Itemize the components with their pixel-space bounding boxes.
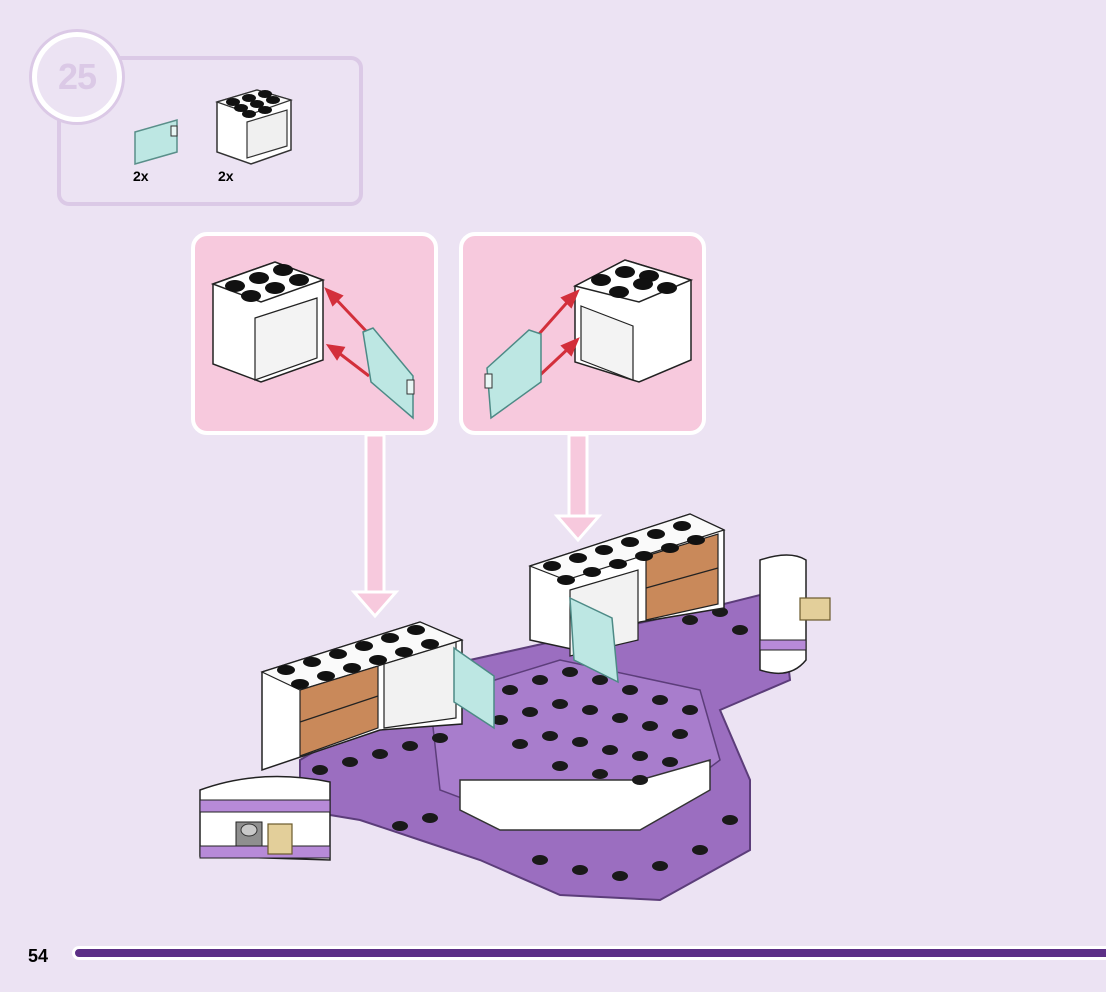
callout-pointer-right	[553, 433, 603, 543]
step-number: 25	[32, 32, 122, 122]
cupboard-brick-right	[572, 259, 694, 383]
cupboard-quantity: 2x	[218, 168, 234, 184]
arrow-red-icon	[537, 289, 580, 378]
callout-left-door	[191, 232, 438, 435]
parts-list-box: 2x 2x	[57, 56, 363, 206]
transparent-door-left	[362, 327, 415, 420]
parts-illustration	[134, 89, 293, 165]
cupboard-brick-left	[210, 261, 326, 383]
page-number: 54	[28, 946, 49, 966]
callout-right-door	[459, 232, 706, 435]
transparent-door-right	[484, 329, 542, 420]
page-footer-bar	[72, 946, 1106, 960]
curved-wall-right	[759, 554, 831, 675]
callout-pointer-left	[350, 433, 400, 619]
cupboard-part-icon	[215, 89, 293, 165]
curved-wall-left	[199, 775, 331, 861]
cupboard-row-right	[528, 513, 726, 684]
cupboard-row-left	[260, 621, 495, 772]
door-part-icon	[134, 119, 178, 165]
arrow-red-icon	[324, 287, 370, 378]
door-quantity: 2x	[133, 168, 149, 184]
baseplate-studs	[312, 607, 748, 881]
main-model-illustration	[199, 433, 831, 902]
